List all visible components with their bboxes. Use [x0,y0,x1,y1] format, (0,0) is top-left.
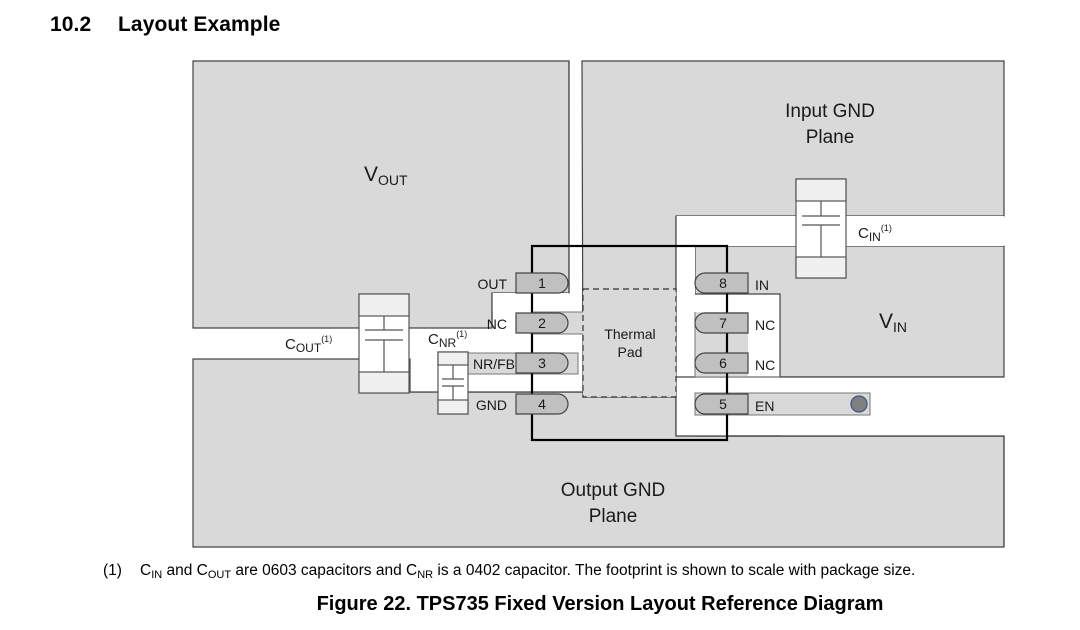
pin-pad [515,352,569,374]
pin-4: 4 GND [476,393,569,415]
pin-5: 5 EN [694,393,774,415]
output-gnd-label-2: Plane [589,506,638,527]
pin-number: 2 [538,315,546,331]
pin-6: 6 NC [694,352,775,374]
cin-capacitor [795,178,847,279]
ic-package-outline [530,244,729,442]
pin-pad [515,272,569,294]
pin-number: 3 [538,355,546,371]
pin-number: 4 [538,396,546,412]
pin-number: 6 [719,355,727,371]
cin-label: CIN(1) [858,223,892,244]
pin-pad [694,393,749,415]
pin-pad [694,272,749,294]
pin-number: 8 [719,275,727,291]
pin-2: 2 NC [487,312,569,334]
vout-label: VOUT [364,163,408,188]
footnote-mark: (1) [103,562,122,579]
pin-name: EN [755,398,774,414]
input-gnd-label-2: Plane [806,127,855,148]
cnr-capacitor [437,351,469,415]
figure-caption-text: Figure 22. TPS735 Fixed Version Layout R… [316,593,884,615]
pin-number: 5 [719,396,727,412]
figure-caption: Figure 22. TPS735 Fixed Version Layout R… [0,593,1080,616]
pin-name: NC [755,317,775,333]
section-number: 10.2 [50,13,92,36]
cnr-label: CNR(1) [428,329,467,350]
cout-capacitor [358,293,410,394]
vout-plane [192,60,570,329]
pin-name: OUT [477,276,507,292]
pin-pad [515,393,569,415]
en-via [850,395,868,413]
thermal-pad-label-1: Thermal [604,326,655,342]
cout-label: COUT(1) [285,334,332,355]
pin-name: NR/FB [473,356,515,372]
vin-label: VIN [879,310,907,335]
thermal-pad [582,288,677,398]
pin-name: NC [755,357,775,373]
nc-channel [492,293,569,312]
section-heading: 10.2 Layout Example [50,13,280,37]
pin-7: 7 NC [694,312,775,334]
pin-1: 1 OUT [477,272,569,294]
gap-edge [727,435,1005,547]
pin-pad [515,312,569,334]
footnote-text: CIN and COUT are 0603 capacitors and CNR… [140,562,916,581]
pin-name: IN [755,277,769,293]
pin-pad [694,312,749,334]
pin-pad [694,352,749,374]
pin-name: GND [476,397,507,413]
section-title: Layout Example [118,13,281,36]
input-gnd-label-1: Input GND [785,101,875,122]
thermal-pad-label-2: Pad [618,344,643,360]
pin-3: 3 NR/FB [473,352,569,374]
pin-name: NC [487,316,507,332]
pin-number: 1 [538,275,546,291]
pin-number: 7 [719,315,727,331]
input-gap-channel [676,216,1004,377]
footnote: (1) CIN and COUT are 0603 capacitors and … [103,562,916,581]
nc-trace-edge [532,311,583,335]
pin-8: 8 IN [694,272,769,294]
output-gnd-label-1: Output GND [561,480,666,501]
